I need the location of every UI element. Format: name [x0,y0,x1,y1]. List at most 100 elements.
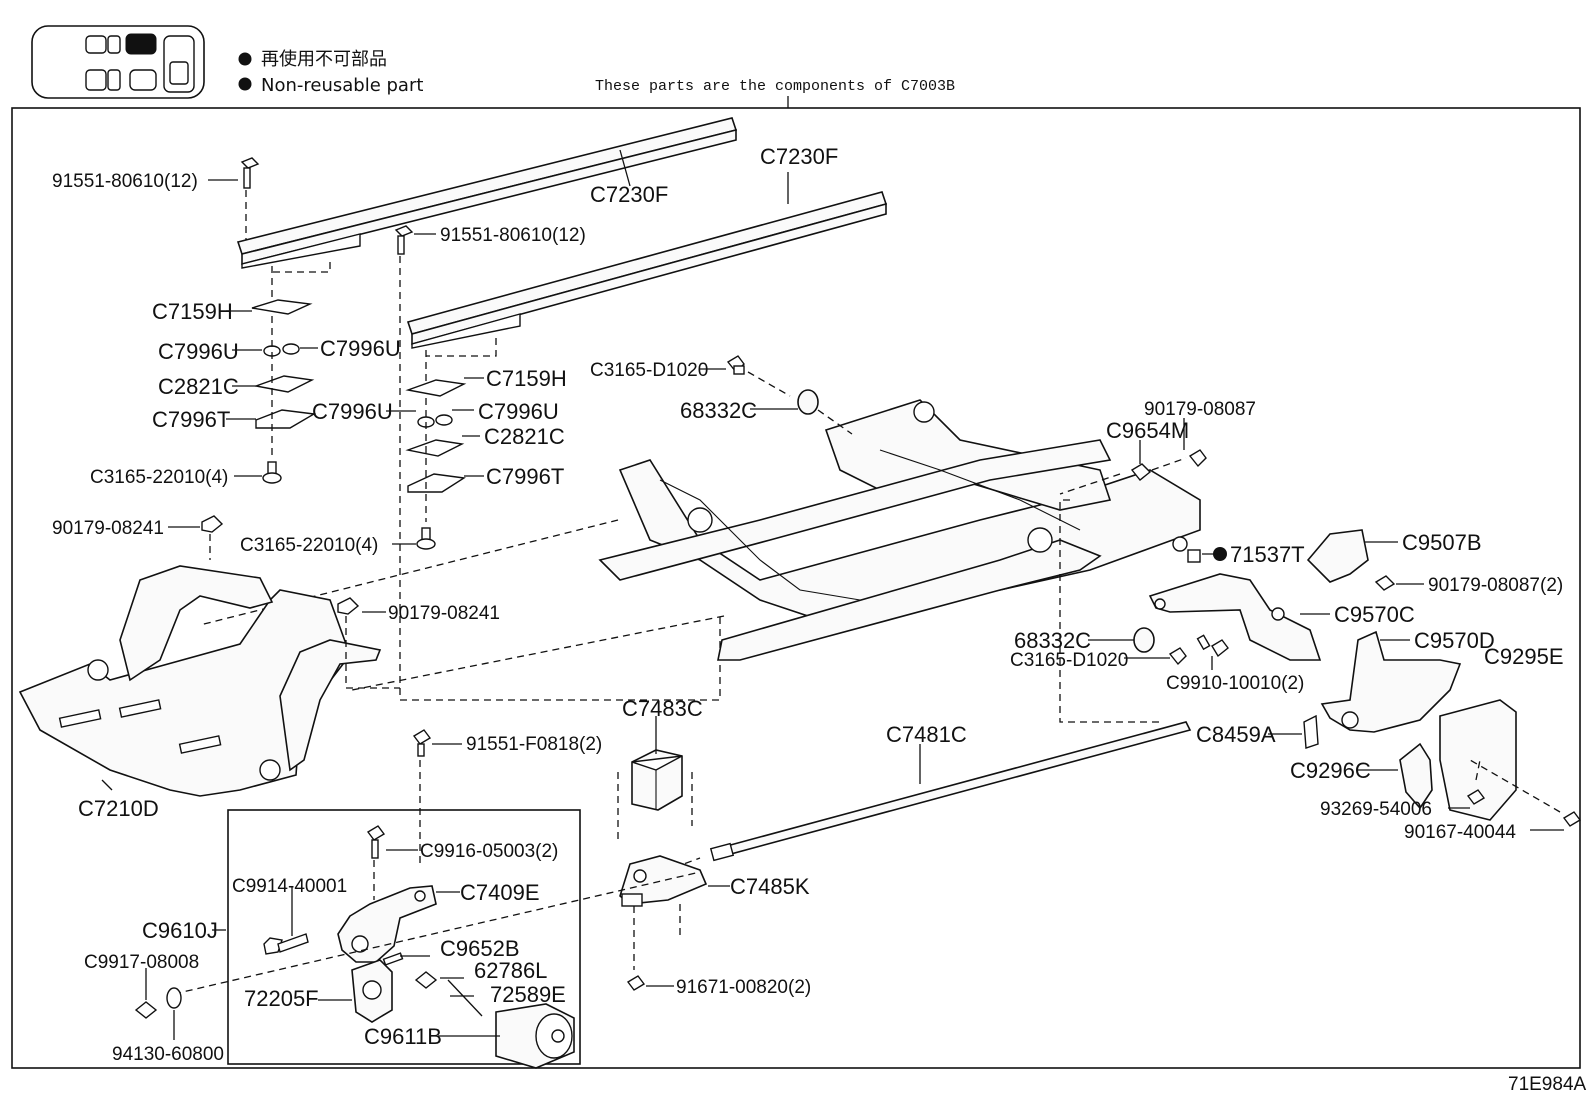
figure-id: 71E984A [1508,1074,1587,1095]
nut-90179-08087 [1188,449,1207,468]
label-c9570c: C9570C [1334,602,1415,627]
c7159h-plate-left [251,299,313,315]
bolt-c3165-d1020-top [726,355,745,375]
label-c9652b: C9652B [440,936,520,961]
components-note: These parts are the components of C7003B [595,78,955,95]
non-reusable-bullet-icon [238,77,252,91]
label-c3165-d1020-bottom: C3165-D1020 [1010,650,1128,671]
torsion-bar-c7481c [709,721,1192,862]
label-c9916-05003: C9916-05003(2) [420,841,558,862]
label-c2821c-left: C2821C [158,374,239,399]
label-c9917-08008: C9917-08008 [84,952,199,973]
label-c3165-22010-right: C3165-22010(4) [240,535,378,556]
bolt-c9914-40001 [263,933,309,955]
legend-non-reusable-jp: 再使用不可部品 [261,49,387,70]
nut-c9654m [1130,463,1152,481]
label-90179-08241-b: 90179-08241 [388,603,500,624]
bolt-c3165-d1020-bottom [1168,647,1187,666]
bracket-c9507b [1306,529,1369,583]
nut-90179-08241-a [201,515,224,533]
label-c7996u-left-2: C7996U [320,336,401,361]
nut-c9917-08008 [134,1001,158,1019]
label-c7996u-right-1: C7996U [312,399,393,424]
label-90179-08087-2: 90179-08087(2) [1428,575,1563,596]
label-90179-08087: 90179-08087 [1144,399,1256,420]
label-68332c-top: 68332C [680,398,757,423]
label-c9296c: C9296C [1290,758,1371,783]
label-90179-08241-a: 90179-08241 [52,518,164,539]
label-c7481c: C7481C [886,722,967,747]
nut-90179-08241-b [337,597,360,615]
bolt-93269-54006 [1466,789,1486,805]
label-c3165-22010-left: C3165-22010(4) [90,467,228,488]
label-c9654m: C9654M [1106,418,1189,443]
c7996u-washer-right-b [435,414,453,426]
legend-non-reusable-en: Non-reusable part [261,75,423,96]
bolt-90167-40044 [1562,811,1582,827]
clip-71537t [1187,549,1201,563]
bracket-c7485k [619,855,708,907]
label-c8459a: C8459A [1196,722,1276,747]
part-labels: 91551-80610(12) C7230F C7230F 91551-8061… [52,144,1564,1065]
label-c7996u-left-1: C7996U [158,339,239,364]
spring-c8459a [1303,714,1319,749]
bracket-c9570d [1320,630,1462,733]
label-94130-60800: 94130-60800 [112,1044,224,1065]
seat-rail-right [406,191,888,349]
washer-94130-60800 [166,987,182,1009]
label-c9610j: C9610J [142,918,218,943]
bolt-c9910-10010 [1196,634,1229,658]
label-72205f: 72205F [244,986,319,1011]
cover-c9296c [1399,742,1433,810]
cover-c9295e [1439,699,1517,821]
motor-c9611b [495,1003,575,1069]
label-91551-80610-right: 91551-80610(12) [440,225,586,246]
non-reusable-bullet-icon [238,52,252,66]
gear-72205f [351,959,393,1023]
label-c9611b: C9611B [364,1024,442,1049]
bolt-91551-80610-left [240,157,260,189]
label-c3165-d1020-top: C3165-D1020 [590,360,708,381]
label-c7159h-right: C7159H [486,366,567,391]
label-c7230f-left: C7230F [590,182,668,207]
label-68332c-bottom: 68332C [1014,628,1091,653]
seat-rail-left [236,117,738,269]
c2821c-plate-right [405,439,465,457]
leader-lines [101,149,1564,1040]
label-c9295e: C9295E [1484,644,1564,669]
label-93269-54006: 93269-54006 [1320,799,1432,820]
diagram-frame [11,107,1581,1069]
label-c9914-40001: C9914-40001 [232,876,347,897]
bushing-68332c-bottom [1133,627,1155,653]
label-62786l: 62786L [474,958,547,983]
bolt-91551-f0818 [412,729,432,757]
seat-frame-main [598,399,1201,661]
bolt-c9916-05003 [366,825,386,859]
label-c9910-10010: C9910-10010(2) [1166,673,1304,694]
link-c9570c [1148,573,1322,661]
pin-c9652b [382,952,404,966]
label-c7230f-right: C7230F [760,144,838,169]
label-c7409e: C7409E [460,880,540,905]
c2821c-plate-left [253,375,315,393]
label-c7996t-left: C7996T [152,407,230,432]
label-c9507b: C9507B [1402,530,1482,555]
bolt-c3165-right [416,527,436,550]
c7159h-plate-right [405,379,467,397]
label-91551-f0818: 91551-F0818(2) [466,734,602,755]
label-91671-00820: 91671-00820(2) [676,977,811,998]
label-c7485k: C7485K [730,874,810,899]
label-72589e: 72589E [490,982,566,1007]
label-c7483c: C7483C [622,696,703,721]
label-c7210d: C7210D [78,796,159,821]
bracket-c7409e [337,885,437,963]
label-c9570d: C9570D [1414,628,1495,653]
nut-90179-08087-2 [1374,575,1396,591]
block-c7483c [631,749,683,811]
label-c7159h-left: C7159H [152,299,233,324]
label-90167-40044: 90167-40044 [1404,822,1516,843]
bolt-c3165-left [262,461,282,484]
bushing-68332c-top [797,389,819,415]
cable-72589e [447,979,483,1017]
